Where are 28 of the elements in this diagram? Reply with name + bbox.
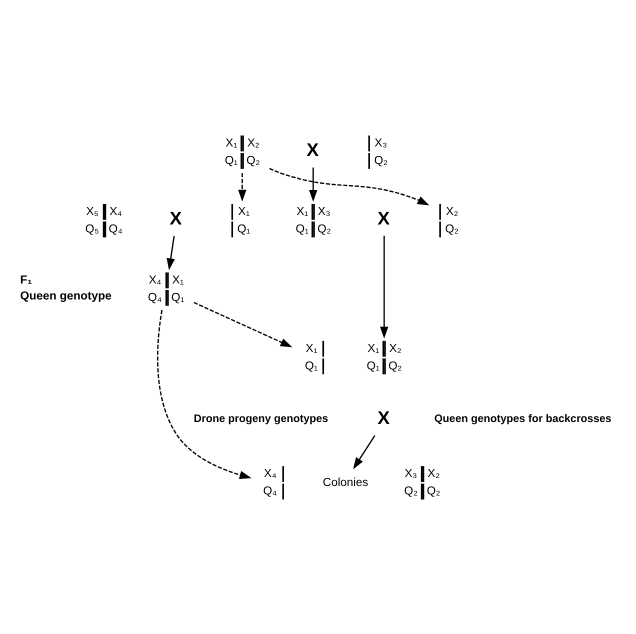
node-label: F₁ bbox=[20, 272, 32, 286]
node-label: Queen genotype bbox=[20, 288, 112, 302]
node-text: X₅ X₄ Q₅ Q₄ bbox=[85, 204, 123, 236]
node-text: X bbox=[170, 207, 182, 228]
node-text: X bbox=[377, 406, 390, 428]
node-text: X₂ Q₂ bbox=[445, 204, 459, 236]
arrow bbox=[194, 301, 292, 347]
label: Drone progeny genotypes bbox=[194, 412, 328, 425]
node-text: X₁ Q₁ bbox=[237, 204, 250, 236]
arrow bbox=[238, 172, 246, 202]
node-text: X bbox=[306, 138, 319, 160]
node-text: X₁ X₃ Q₁ Q₂ bbox=[296, 204, 331, 236]
node-text: X₁ Q₁ bbox=[304, 341, 318, 372]
arrow bbox=[353, 434, 376, 469]
node-text: X₄ Q₄ bbox=[263, 466, 277, 498]
node-text: Colonies bbox=[322, 475, 368, 488]
arrow bbox=[166, 235, 175, 270]
node-text: X₁ X₂ Q₁ Q₂ bbox=[366, 341, 402, 372]
node-text: X₁ X₂ Q₁ Q₂ bbox=[224, 136, 260, 167]
node-text: X₄ X₁ Q₄ Q₁ bbox=[148, 272, 184, 304]
node-text: X₃ X₂ Q₂ Q₂ bbox=[404, 466, 440, 498]
arrow bbox=[309, 167, 318, 202]
node-text: X₃ Q₂ bbox=[374, 136, 388, 167]
arrow bbox=[380, 235, 388, 338]
arrow bbox=[156, 309, 252, 478]
arrow bbox=[269, 167, 430, 205]
label: Queen genotypes for backcrosses bbox=[434, 412, 612, 425]
node-text: X bbox=[377, 207, 390, 228]
